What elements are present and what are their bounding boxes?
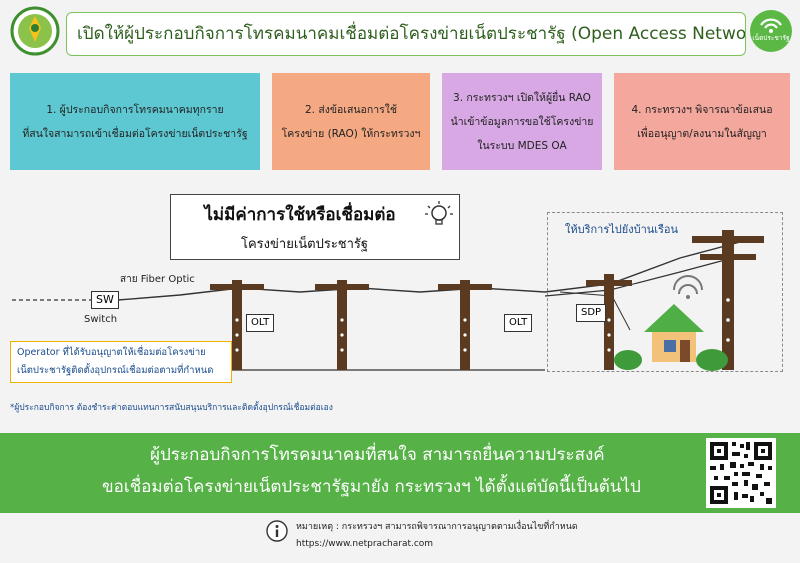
step-3-line-1: 3. กระทรวงฯ เปิดให้ผู้ยื่น RAO <box>453 91 591 104</box>
pole-3 <box>438 280 492 370</box>
pole-5 <box>692 230 764 370</box>
sdp-box: SDP <box>576 304 607 322</box>
step-1-line-2: ที่สนใจสามารถเข้าเชื่อมต่อโครงข่ายเน็ตปร… <box>22 127 248 140</box>
network-diagram <box>12 230 764 371</box>
step-4: 4. กระทรวงฯ พิจารณาข้อเสนอเพื่ออนุญาต/ลง… <box>614 73 790 170</box>
step-3-line-2: นำเข้าข้อมูลการขอใช้โครงข่าย <box>450 115 594 128</box>
qr-code-icon[interactable] <box>706 438 776 508</box>
step-2: 2. ส่งข้อเสนอการใช้โครงข่าย (RAO) ให้กระ… <box>272 73 430 170</box>
wifi-icon <box>760 18 782 33</box>
operator-note: Operator ที่ได้รับอนุญาตให้เชื่อมต่อโครง… <box>10 341 232 383</box>
banner-line-1: ผู้ประกอบกิจการโทรคมนาคมที่สนใจ สามารถยื… <box>150 445 605 465</box>
lightbulb-icon <box>425 201 453 225</box>
call-to-action-banner: ผู้ประกอบกิจการโทรคมนาคมที่สนใจ สามารถยื… <box>0 433 800 513</box>
ministry-logo <box>10 6 60 56</box>
step-2-line-2: โครงข่าย (RAO) ให้กระทรวงฯ <box>281 127 421 140</box>
remark-text: หมายเหตุ : กระทรวงฯ สามารถพิจารณาการอนุญ… <box>296 522 578 532</box>
pole-4 <box>586 274 632 370</box>
home-service-label: ให้บริการไปยังบ้านเรือน <box>565 223 679 236</box>
fiber-cable <box>117 241 741 301</box>
olt-box-2: OLT <box>504 314 533 332</box>
step-4-line-2: เพื่ออนุญาต/ลงนามในสัญญา <box>637 127 767 140</box>
free-usage-callout: ไม่มีค่าการใช้หรือเชื่อมต่อ โครงข่ายเน็ต… <box>170 194 460 260</box>
netpracharat-logo: เน็ตประชารัฐ <box>750 10 792 52</box>
shrub-left <box>614 350 642 370</box>
switch-label: Switch <box>84 314 118 325</box>
step-1-line-1: 1. ผู้ประกอบกิจการโทรคมนาคมทุกราย <box>46 103 224 116</box>
sw-box: SW <box>91 291 119 309</box>
callout-subtitle: โครงข่ายเน็ตประชารัฐ <box>241 237 369 252</box>
fee-footnote: *ผู้ประกอบกิจการ ต้องชำระค่าตอบแทนการสนั… <box>10 403 333 413</box>
info-icon <box>266 520 288 542</box>
house-icon <box>644 275 704 362</box>
pole-2 <box>315 280 369 370</box>
fiber-optic-label: สาย Fiber Optic <box>120 274 195 285</box>
logo-right-label: เน็ตประชารัฐ <box>752 34 790 42</box>
pole-1 <box>210 280 264 370</box>
step-2-line-1: 2. ส่งข้อเสนอการใช้ <box>304 103 397 116</box>
step-4-line-1: 4. กระทรวงฯ พิจารณาข้อเสนอ <box>631 103 773 116</box>
website-link[interactable]: https://www.netpracharat.com <box>296 539 434 549</box>
step-3-line-3: ในระบบ MDES OA <box>477 139 567 152</box>
page-title: เปิดให้ผู้ประกอบกิจการโทรคมนาคมเชื่อมต่อ… <box>66 12 746 56</box>
operator-line-2: เน็ตประชารัฐติดตั้งอุปกรณ์เชื่อมต่อตามที… <box>17 365 214 376</box>
step-3: 3. กระทรวงฯ เปิดให้ผู้ยื่น RAO นำเข้าข้อม… <box>442 73 602 170</box>
operator-line-1: Operator ที่ได้รับอนุญาตให้เชื่อมต่อโครง… <box>17 347 206 358</box>
shrub-right <box>696 349 728 371</box>
step-1: 1. ผู้ประกอบกิจการโทรคมนาคมทุกรายที่สนใจ… <box>10 73 260 170</box>
fiber-cable-2 <box>544 255 741 297</box>
olt-box-1: OLT <box>246 314 275 332</box>
callout-title: ไม่มีค่าการใช้หรือเชื่อมต่อ <box>204 205 396 225</box>
banner-line-2: ขอเชื่อมต่อโครงข่ายเน็ตประชารัฐมายัง กระ… <box>102 477 641 497</box>
